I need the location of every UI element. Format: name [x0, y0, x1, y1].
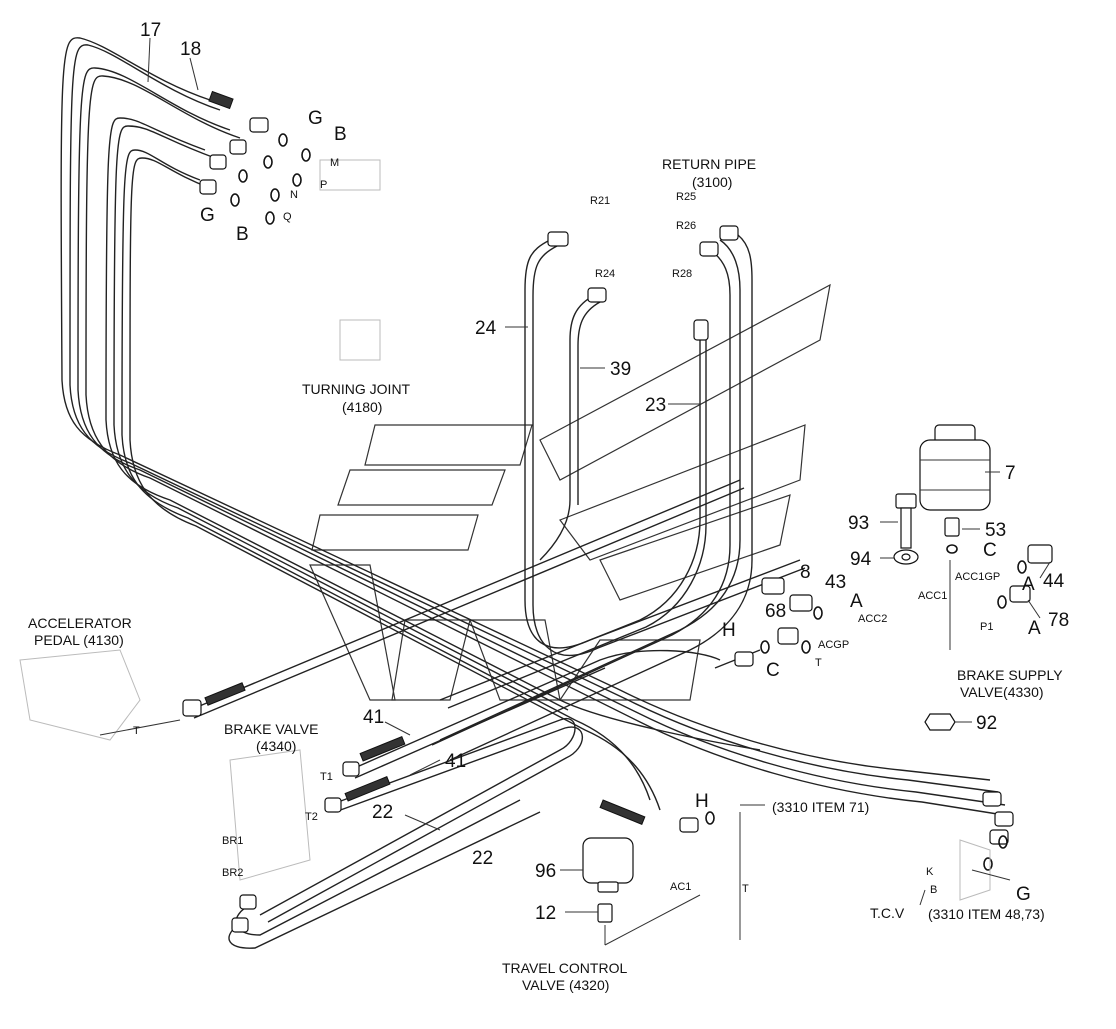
item-12: 12: [535, 903, 556, 924]
item-41-upper: 41: [363, 707, 384, 728]
brake-valve-title: BRAKE VALVE: [224, 721, 318, 737]
hose-bundle-17-18: [60, 37, 1011, 817]
port-r21: R21: [590, 195, 610, 207]
port-br2: BR2: [222, 867, 243, 879]
letter-b-mid: B: [236, 224, 249, 245]
port-acc1gp: ACC1GP: [955, 571, 1000, 583]
letter-c-2: C: [766, 660, 780, 681]
brake-supply-valve-number: VALVE(4330): [960, 684, 1044, 700]
item-94: 94: [850, 549, 872, 570]
ghost-components: [19, 159, 991, 901]
letter-g-bottom: G: [1016, 884, 1031, 905]
port-t1: T1: [320, 771, 333, 783]
letter-c-1: C: [983, 540, 997, 561]
component-7-accumulator: [919, 424, 991, 511]
hose-24-39-23: [431, 234, 806, 761]
port-acc1: ACC1: [918, 590, 947, 602]
item-92: 92: [976, 713, 997, 734]
port-t-pedal: T: [133, 725, 140, 737]
port-br1: BR1: [222, 835, 243, 847]
item-41-lower: 41: [445, 751, 466, 772]
item-22-lower: 22: [472, 848, 493, 869]
port-ac1: AC1: [670, 881, 691, 893]
item-8: 8: [800, 562, 811, 583]
item-23: 23: [645, 395, 666, 416]
item-39: 39: [610, 359, 631, 380]
port-r28: R28: [672, 268, 692, 280]
item-44: 44: [1043, 571, 1065, 592]
travel-control-valve-title: TRAVEL CONTROL: [502, 960, 627, 976]
port-q: Q: [283, 211, 292, 223]
accelerator-pedal-title: ACCELERATOR: [28, 615, 132, 631]
port-acc2: ACC2: [858, 613, 887, 625]
letter-b-top: B: [334, 124, 347, 145]
port-r24: R24: [595, 268, 615, 280]
travel-control-valve-number: VALVE (4320): [522, 977, 609, 993]
letter-g-top: G: [308, 108, 323, 129]
item-96: 96: [535, 861, 556, 882]
accelerator-pedal-number: PEDAL (4130): [34, 632, 124, 648]
port-t-travel: T: [742, 883, 749, 895]
letter-a-3: A: [1028, 618, 1041, 639]
item-78: 78: [1048, 610, 1069, 631]
letter-a-2: A: [1022, 574, 1035, 595]
item-22-upper: 22: [372, 802, 393, 823]
item-53: 53: [985, 520, 1006, 541]
port-t-acgp: T: [815, 657, 822, 669]
letter-h-2: H: [695, 791, 709, 812]
item-17: 17: [140, 20, 161, 41]
tcv-label: T.C.V: [870, 905, 905, 921]
item-71-reference: (3310 ITEM 71): [772, 799, 869, 815]
item-18: 18: [180, 39, 201, 60]
port-m: M: [330, 157, 339, 169]
item-24: 24: [475, 318, 497, 339]
letter-a-1: A: [850, 591, 863, 612]
port-r26: R26: [676, 220, 696, 232]
item-43: 43: [825, 572, 846, 593]
item-7: 7: [1005, 463, 1016, 484]
fittings-44-78-8-43-68: [705, 544, 1053, 825]
bolt-washer-93-94: [893, 493, 960, 650]
leader-lines: [99, 37, 1051, 946]
port-t2: T2: [305, 811, 318, 823]
return-pipe-title: RETURN PIPE: [662, 156, 756, 172]
item-68: 68: [765, 601, 786, 622]
port-r25: R25: [676, 191, 696, 203]
fittings: [182, 90, 1014, 933]
return-pipe-number: (3100): [692, 174, 732, 190]
port-b: B: [930, 884, 937, 896]
port-p: P: [320, 179, 327, 191]
port-p1: P1: [980, 621, 993, 633]
component-96-filter: [582, 837, 634, 923]
item-93: 93: [848, 513, 869, 534]
item-48-73-reference: (3310 ITEM 48,73): [928, 906, 1045, 922]
letter-g-mid: G: [200, 205, 215, 226]
port-k: K: [926, 866, 934, 878]
port-n: N: [290, 189, 298, 201]
brake-supply-valve-title: BRAKE SUPPLY: [957, 667, 1063, 683]
letter-h-1: H: [722, 620, 736, 641]
port-acgp: ACGP: [818, 639, 849, 651]
turning-joint-number: (4180): [342, 399, 382, 415]
o-rings-top: [230, 133, 1008, 871]
turning-joint-title: TURNING JOINT: [302, 381, 411, 397]
brake-valve-number: (4340): [256, 738, 296, 754]
